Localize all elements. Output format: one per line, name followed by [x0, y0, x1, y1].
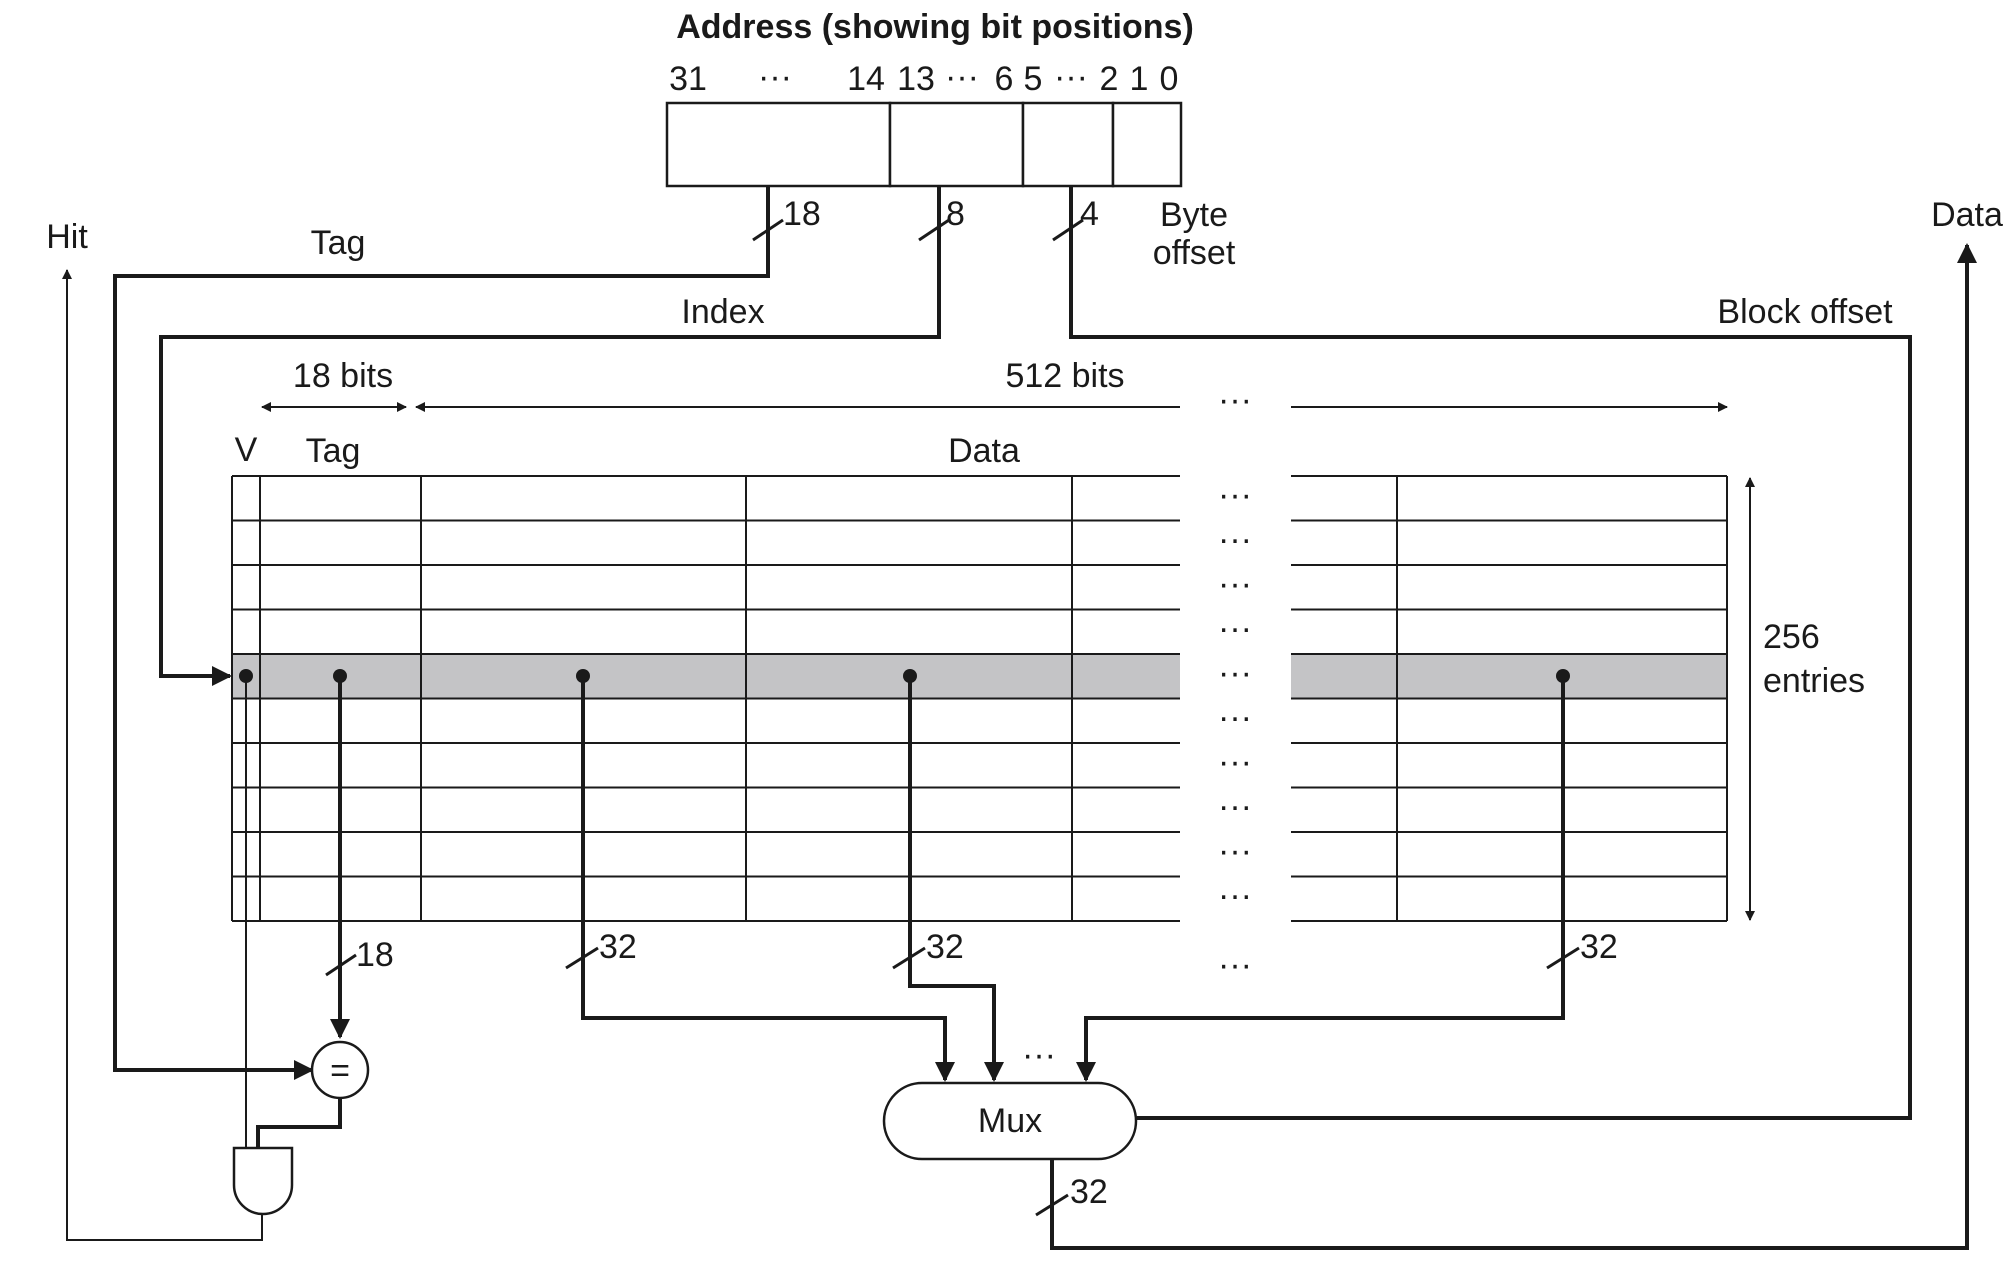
data-out-wire — [1050, 243, 1977, 1250]
row-lines-right — [1291, 475, 1727, 922]
tag-comparator: = — [310, 1040, 370, 1100]
index-bus-tick — [918, 218, 950, 242]
data-column-header: Data — [948, 432, 1020, 470]
bit-ellipsis-3: ··· — [1054, 58, 1088, 96]
byte-offset-label-2: offset — [1153, 234, 1236, 272]
mux-input-ellipsis: ··· — [1022, 1036, 1056, 1074]
mux-out-width: 32 — [1070, 1173, 1108, 1211]
row-ellipsis: ··· — [1218, 832, 1252, 870]
word1-wire — [581, 676, 955, 1082]
block-offset-width-label: 4 — [1080, 195, 1099, 233]
tag-out-width: 18 — [356, 936, 394, 974]
row-ellipsis: ··· — [1218, 521, 1252, 559]
word2-tick — [892, 946, 926, 970]
row-ellipsis: ··· — [1218, 565, 1252, 603]
selected-cache-row-right — [1291, 655, 1727, 699]
hit-wire — [62, 269, 263, 1241]
bit-2: 2 — [1100, 60, 1119, 98]
address-block-offset-field — [1021, 101, 1115, 188]
mux-label: Mux — [978, 1102, 1042, 1140]
block-offset-wire-label: Block offset — [1717, 293, 1893, 331]
row-ellipsis: ··· — [1218, 476, 1252, 514]
tag-out-tick — [325, 953, 357, 977]
entries-word: entries — [1763, 662, 1865, 700]
offset-bus-tick — [1052, 218, 1084, 242]
diagram-title: Address (showing bit positions) — [676, 8, 1194, 46]
bit-5: 5 — [1024, 60, 1043, 98]
index-width-label: 8 — [946, 195, 965, 233]
row-ellipsis: ··· — [1218, 743, 1252, 781]
row-ellipsis: ··· — [1218, 654, 1252, 692]
bit-0: 0 — [1160, 60, 1179, 98]
index-wire-label: Index — [681, 293, 764, 331]
bit-ellipsis-1: ··· — [758, 58, 792, 96]
below-array-ellipsis: ··· — [1218, 946, 1252, 984]
tag-wire — [113, 186, 770, 1080]
bit-6: 6 — [995, 60, 1014, 98]
row-ellipsis: ··· — [1218, 877, 1252, 915]
address-index-field — [888, 101, 1025, 188]
tag-wire-label: Tag — [311, 224, 366, 262]
bit-31: 31 — [669, 60, 707, 98]
word2-wire — [908, 676, 1004, 1082]
address-byte-offset-field — [1111, 101, 1183, 188]
entries-count: 256 — [1763, 618, 1820, 656]
comparator-symbol: = — [330, 1052, 350, 1090]
bit-13: 13 — [897, 60, 935, 98]
address-bit-labels: 31 ··· 14 13 ··· 6 5 ··· 2 1 0 — [669, 58, 1178, 98]
and-gate — [232, 1146, 294, 1216]
address-register — [665, 101, 1183, 188]
bit-14: 14 — [847, 60, 885, 98]
comparator-to-and-wire — [256, 1098, 342, 1148]
cache-array: ··· ··· ··· ··· ··· ··· ··· ··· ··· ··· — [231, 475, 1728, 922]
block-offset-wire — [1069, 186, 1912, 1120]
word1-tick — [565, 946, 599, 970]
hit-label: Hit — [46, 218, 88, 256]
data-width-ellipsis: ··· — [1218, 381, 1252, 419]
word3-tick — [1546, 946, 1580, 970]
row-ellipsis: ··· — [1218, 610, 1252, 648]
multiplexer: Mux — [882, 1081, 1138, 1161]
word3-wire — [1076, 676, 1565, 1082]
valid-column-header: V — [235, 431, 258, 469]
data-out-label: Data — [1931, 196, 2003, 234]
word3-width: 32 — [1580, 928, 1618, 966]
row-ellipsis: ··· — [1218, 699, 1252, 737]
tag-width-label: 18 — [783, 195, 821, 233]
index-wire — [159, 186, 941, 686]
word1-width: 32 — [599, 928, 637, 966]
data-width-text: 512 bits — [1005, 357, 1124, 395]
bit-ellipsis-2: ··· — [945, 58, 979, 96]
row-ellipsis-column: ··· ··· ··· ··· ··· ··· ··· ··· ··· ··· — [1218, 476, 1252, 915]
row-lines-left — [232, 475, 1180, 922]
selected-cache-row-left — [232, 655, 1180, 699]
tag-width-text: 18 bits — [293, 357, 393, 395]
byte-offset-label: Byte — [1160, 196, 1228, 234]
tag-column-header: Tag — [306, 432, 361, 470]
mux-out-tick — [1035, 1193, 1069, 1217]
address-tag-field — [665, 101, 892, 188]
row-ellipsis: ··· — [1218, 788, 1252, 826]
mux-body — [882, 1081, 1138, 1161]
bit-1: 1 — [1130, 60, 1149, 98]
word2-width: 32 — [926, 928, 964, 966]
